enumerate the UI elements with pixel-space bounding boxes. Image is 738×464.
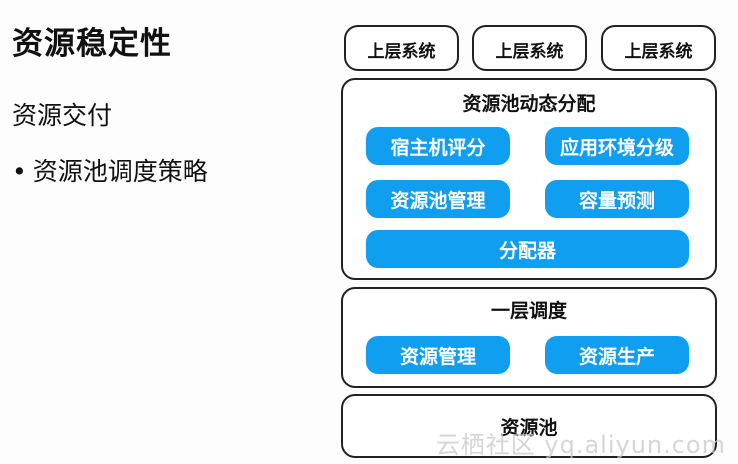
upper-system-box-2: 上层系统 xyxy=(472,25,587,71)
module-env-grading: 应用环境分级 xyxy=(545,127,689,165)
bullet-item: •资源池调度策略 xyxy=(12,152,208,188)
upper-system-label: 上层系统 xyxy=(624,42,693,62)
module-host-scoring: 宿主机评分 xyxy=(366,127,510,165)
module-allocator: 分配器 xyxy=(366,230,689,268)
module-resource-production: 资源生产 xyxy=(545,336,689,374)
bullet-text: 资源池调度策略 xyxy=(32,157,208,186)
upper-system-label: 上层系统 xyxy=(367,42,436,62)
upper-system-box-3: 上层系统 xyxy=(601,25,716,71)
layer-label: 资源池动态分配 xyxy=(462,93,596,115)
bullet-marker: • xyxy=(12,157,27,186)
upper-system-box-1: 上层系统 xyxy=(344,25,459,71)
module-capacity-forecast: 容量预测 xyxy=(545,180,689,218)
upper-system-label: 上层系统 xyxy=(495,42,564,62)
layer-label: 资源池 xyxy=(500,417,558,439)
slide-subtitle: 资源交付 xyxy=(12,101,113,130)
layer-label: 一层调度 xyxy=(490,300,567,322)
module-resource-management: 资源管理 xyxy=(366,336,510,374)
watermark: 云栖社区 yq.aliyun.com xyxy=(435,431,726,459)
slide-title: 资源稳定性 xyxy=(12,26,172,62)
module-pool-management: 资源池管理 xyxy=(366,180,510,218)
resource-pool-layer: 资源池 xyxy=(341,394,717,458)
